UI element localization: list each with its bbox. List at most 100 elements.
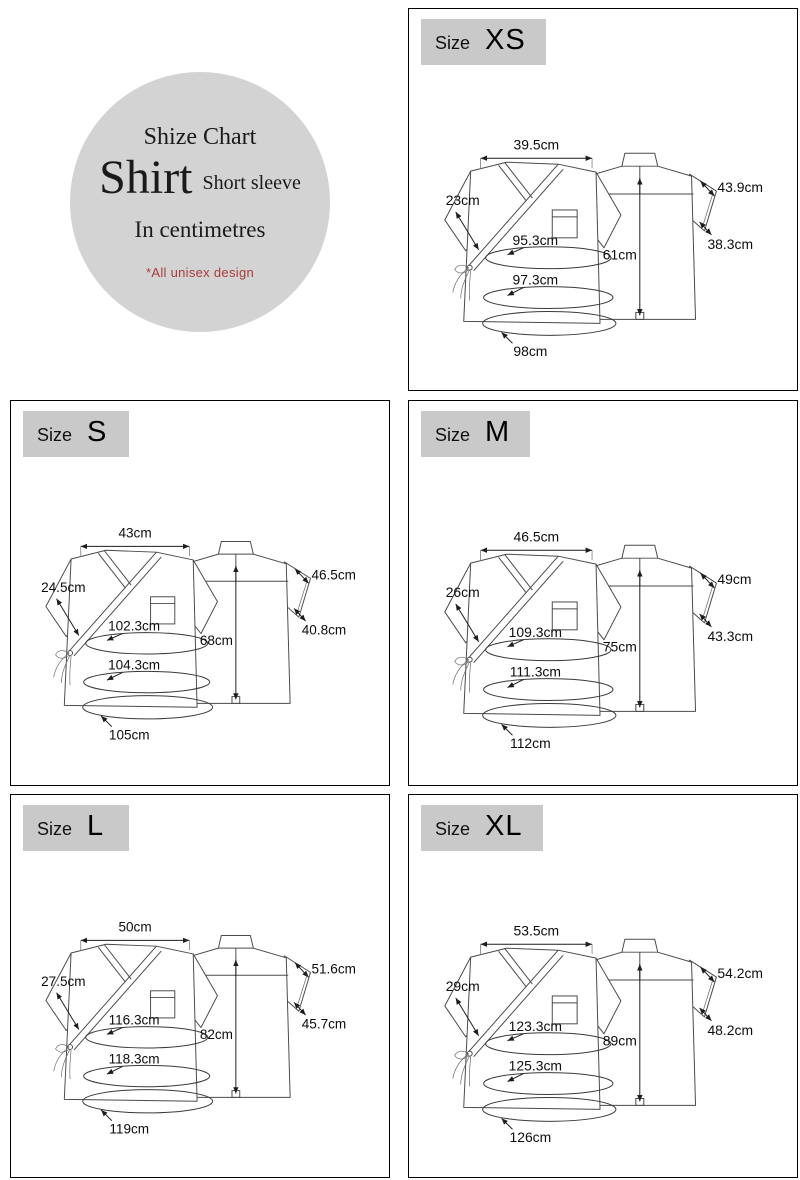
size-label: Size — [435, 425, 471, 445]
front-shirt-drawing — [444, 553, 622, 716]
wrap-band-outer — [468, 949, 559, 1053]
wrap-band-inner — [473, 168, 564, 271]
wrap-band-outer — [468, 555, 559, 659]
measurements: 46.5cm 26cm 75cm 49cm 43.3cm 109.3cm 111… — [446, 528, 753, 751]
wrap-band-inner — [473, 954, 564, 1057]
waist-ellipse — [483, 1072, 614, 1095]
garment-diagram: 50cm 27.5cm 82cm 51.6cm 45.7cm 116.3cm 1… — [41, 920, 356, 1137]
chest-value: 102.3cm — [108, 619, 160, 634]
cuff-opening-value: 40.8cm — [302, 623, 346, 638]
sleeve-length-value: 26cm — [446, 584, 480, 600]
tie-string-1 — [452, 1053, 469, 1079]
back-length-value: 68cm — [200, 633, 233, 648]
chest-pocket — [551, 601, 578, 631]
badge-units: In centimetres — [134, 217, 266, 243]
sleeve-length-arrow — [455, 211, 480, 251]
shoulder-width-value: 46.5cm — [514, 528, 560, 544]
armhole-value: 49cm — [717, 571, 751, 587]
shoulder-width-value: 50cm — [118, 920, 151, 935]
badge-chart-label: Shize Chart — [143, 123, 257, 150]
tie-string-1 — [452, 659, 469, 685]
size-value: M — [485, 416, 511, 448]
garment-diagram: 39.5cm 23cm 61cm 43.9cm 38.3cm 95.3cm 97… — [444, 136, 763, 359]
left-band-inner — [97, 552, 126, 589]
tie-string-3 — [69, 655, 72, 686]
hem-ellipse — [482, 310, 617, 336]
back-length-value: 89cm — [603, 1033, 637, 1049]
badge-subtitle: Short sleeve — [202, 172, 301, 195]
armhole-arrow — [294, 568, 309, 584]
back-sleeve-cuff-line — [702, 980, 713, 1013]
left-band-outer — [103, 549, 132, 586]
waist-value: 97.3cm — [513, 272, 559, 288]
shoulder-width-value: 53.5cm — [514, 922, 560, 938]
sleeve-length-value: 24.5cm — [41, 580, 85, 595]
tie-string-3 — [69, 1049, 72, 1080]
waist-pointer-arrow — [106, 671, 123, 681]
size-panel-l: Size L — [10, 794, 390, 1178]
measurements: 39.5cm 23cm 61cm 43.9cm 38.3cm 95.3cm 97… — [446, 136, 763, 359]
size-panel-s: Size S — [10, 400, 390, 786]
size-header: Size S — [23, 411, 129, 457]
waist-ellipse — [483, 678, 614, 701]
chest-value: 123.3cm — [509, 1018, 562, 1034]
back-sleeve-cuff-line — [296, 582, 307, 614]
waist-pointer-arrow — [507, 1073, 524, 1082]
chest-ellipse — [485, 246, 612, 270]
left-band-outer — [504, 161, 533, 199]
chest-pocket — [150, 596, 176, 625]
back-sleeve-cuff-line — [296, 976, 307, 1008]
size-label: Size — [37, 425, 73, 445]
hem-ellipse — [82, 695, 214, 720]
wrap-band-inner — [473, 560, 564, 663]
waist-ellipse — [83, 1064, 211, 1088]
size-value: S — [87, 416, 108, 448]
hem-value: 119cm — [109, 1121, 149, 1136]
size-panel-xl: Size XL — [408, 794, 798, 1178]
left-band-inner — [498, 164, 527, 202]
badge-title-row: Shirt Short sleeve — [99, 152, 301, 203]
armhole-arrow — [700, 180, 715, 197]
armhole-value: 46.5cm — [311, 567, 355, 582]
chest-pocket — [551, 995, 578, 1025]
chest-ellipse — [485, 1032, 612, 1056]
size-label: Size — [37, 819, 73, 839]
chest-pointer-arrow — [507, 1033, 524, 1042]
armhole-value: 51.6cm — [311, 961, 355, 976]
back-sleeve-cuff-line — [702, 586, 713, 619]
tie-string-3 — [468, 270, 472, 301]
badge-note: *All unisex design — [145, 265, 255, 281]
cuff-opening-arrow — [699, 221, 712, 236]
front-shirt-drawing — [444, 947, 622, 1110]
hem-value: 98cm — [513, 343, 547, 359]
wrap-band-outer — [68, 551, 157, 652]
chest-value: 109.3cm — [509, 624, 562, 640]
front-body — [463, 553, 601, 716]
front-body — [463, 161, 601, 324]
sleeve-length-value: 29cm — [446, 978, 480, 994]
wrap-band-outer — [468, 163, 559, 267]
cuff-opening-value: 48.2cm — [707, 1022, 753, 1038]
cuff-opening-arrow — [293, 608, 307, 622]
size-label: Size — [435, 33, 471, 53]
info-badge: Shize Chart Shirt Short sleeve In centim… — [70, 72, 330, 332]
left-band-outer — [504, 947, 533, 985]
wrap-band-inner — [73, 950, 162, 1051]
size-header: Size M — [421, 411, 531, 457]
waist-value: 118.3cm — [109, 1051, 160, 1066]
front-body — [63, 943, 198, 1102]
chest-pointer-arrow — [106, 633, 123, 641]
waist-pointer-arrow — [507, 679, 524, 688]
wrap-band-inner — [73, 556, 162, 657]
hem-ellipse — [82, 1089, 214, 1114]
cuff-opening-arrow — [293, 1002, 307, 1016]
sleeve-length-arrow — [455, 603, 480, 643]
front-shirt-drawing — [45, 943, 218, 1102]
cuff-opening-value: 38.3cm — [707, 236, 753, 252]
size-value: L — [87, 810, 105, 842]
tie-string-1 — [452, 267, 469, 293]
hem-value: 105cm — [109, 727, 150, 742]
measurements: 50cm 27.5cm 82cm 51.6cm 45.7cm 116.3cm 1… — [41, 920, 356, 1137]
tie-string-3 — [468, 1056, 472, 1087]
